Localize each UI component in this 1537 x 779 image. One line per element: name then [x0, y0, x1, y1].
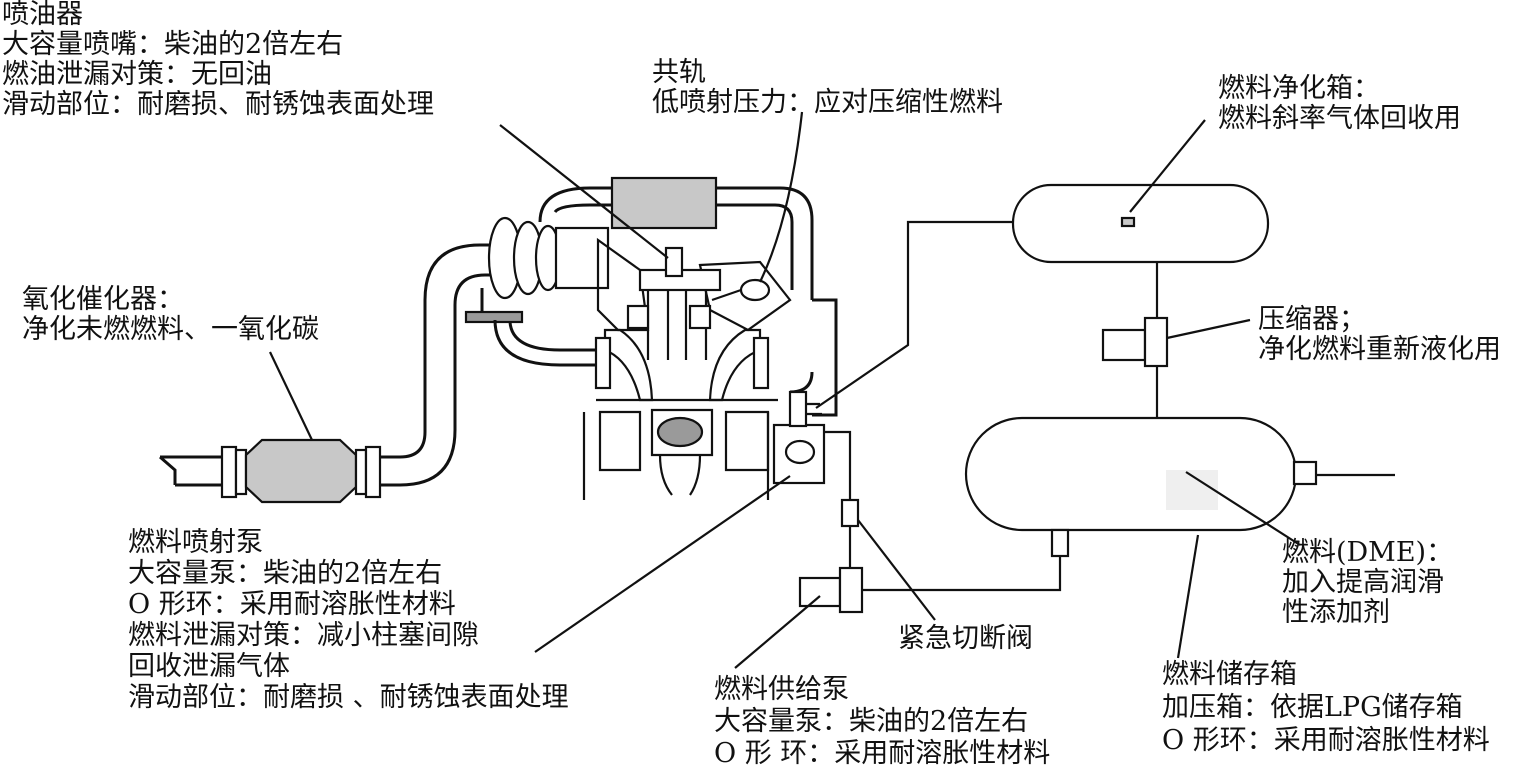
storage-tank-label-line-2: 加压箱：依据LPG储存箱 [1162, 692, 1463, 723]
turbocharger-shape [487, 186, 612, 300]
common-rail-shape [711, 278, 771, 302]
supply-pump-label: 燃料供给泵 大容量泵：柴油的2倍左右 O 形 环：采用耐溶胀性材料 [714, 674, 1050, 770]
supply-pump-label-line-3: O 形 环：采用耐溶胀性材料 [714, 738, 1051, 769]
compressor-label-line-1: 压缩器； [1258, 304, 1366, 335]
oxidation-catalyst-label-line-2: 净化未燃燃料、一氧化碳 [22, 314, 319, 345]
egr-pipe [464, 288, 600, 367]
supply-pump-label-line-1: 燃料供给泵 [714, 674, 849, 705]
storage-tank-shape [964, 416, 1318, 558]
common-rail-label: 共轨 低喷射压力：应对压缩性燃料 [652, 58, 1003, 118]
shutoff-valve-label-line-1: 紧急切断阀 [898, 623, 1033, 654]
storage-tank-label: 燃料储存箱 加压箱：依据LPG储存箱 O 形环：采用耐溶胀性材料 [1162, 658, 1490, 757]
injection-pump-label-line-4: 燃料泄漏对策：减小柱塞间隙 [128, 620, 479, 651]
injection-pump-shape [772, 390, 826, 485]
engine-block [582, 237, 792, 500]
compressor-label: 压缩器； 净化燃料重新液化用 [1258, 305, 1501, 365]
supply-pump-shape [798, 566, 864, 614]
injector-label-line-1: 喷油器 [2, 0, 83, 30]
injection-pump-label-line-1: 燃料喷射泵 [128, 527, 263, 558]
oxidation-catalyst-label-line-1: 氧化催化器： [22, 284, 184, 315]
compressor-shape [1101, 316, 1169, 368]
intake-pipe [610, 176, 838, 417]
oxidation-catalyst-label: 氧化催化器： 净化未燃燃料、一氧化碳 [22, 285, 319, 345]
fuel-dme-label-line-3: 性添加剂 [1282, 597, 1390, 628]
supply-pump-label-line-2: 大容量泵：柴油的2倍左右 [714, 706, 1029, 737]
injector-label-line-3: 燃油泄漏对策：无回油 [2, 59, 272, 90]
storage-tank-label-line-1: 燃料储存箱 [1162, 659, 1297, 690]
injector-label-line-2: 大容量喷嘴：柴油的2倍左右 [2, 29, 344, 60]
shutoff-valve-shape [840, 498, 860, 528]
injection-pump-label-line-2: 大容量泵：柴油的2倍左右 [128, 558, 443, 589]
common-rail-label-line-1: 共轨 [652, 57, 706, 88]
purifier-tank-label-line-1: 燃料净化箱： [1218, 73, 1380, 104]
exhaust-pipe [159, 243, 497, 487]
injection-pump-label-line-5: 回收泄漏气体 [128, 651, 290, 682]
purifier-tank-shape [1011, 183, 1270, 264]
fuel-lines [815, 220, 1395, 592]
storage-tank-label-line-3: O 形环：采用耐溶胀性材料 [1162, 725, 1490, 756]
fuel-dme-label-line-1: 燃料(DME)： [1282, 537, 1454, 568]
injection-pump-label: 燃料喷射泵 大容量泵：柴油的2倍左右 O 形环：采用耐溶胀性材料 燃料泄漏对策：… [128, 527, 569, 713]
purifier-tank-label: 燃料净化箱： 燃料斜率气体回收用 [1218, 74, 1461, 134]
compressor-label-line-2: 净化燃料重新液化用 [1258, 334, 1501, 365]
shutoff-valve-label: 紧急切断阀 [898, 624, 1033, 654]
injection-pump-label-line-6: 滑动部位：耐磨损 、耐锈蚀表面处理 [128, 682, 569, 713]
oxidation-catalyst-shape [220, 438, 382, 504]
injector-label-line-4: 滑动部位：耐磨损、耐锈蚀表面处理 [2, 89, 434, 120]
purifier-tank-label-line-2: 燃料斜率气体回收用 [1218, 103, 1461, 134]
injection-pump-label-line-3: O 形环：采用耐溶胀性材料 [128, 589, 456, 620]
fuel-dme-label: 燃料(DME)： 加入提高润滑 性添加剂 [1282, 538, 1453, 628]
injector-label: 喷油器 大容量喷嘴：柴油的2倍左右 燃油泄漏对策：无回油 滑动部位：耐磨损、耐锈… [2, 0, 434, 120]
leader-lines [269, 111, 1301, 669]
fuel-dme-label-line-2: 加入提高润滑 [1282, 567, 1444, 598]
common-rail-label-line-2: 低喷射压力：应对压缩性燃料 [652, 87, 1003, 118]
